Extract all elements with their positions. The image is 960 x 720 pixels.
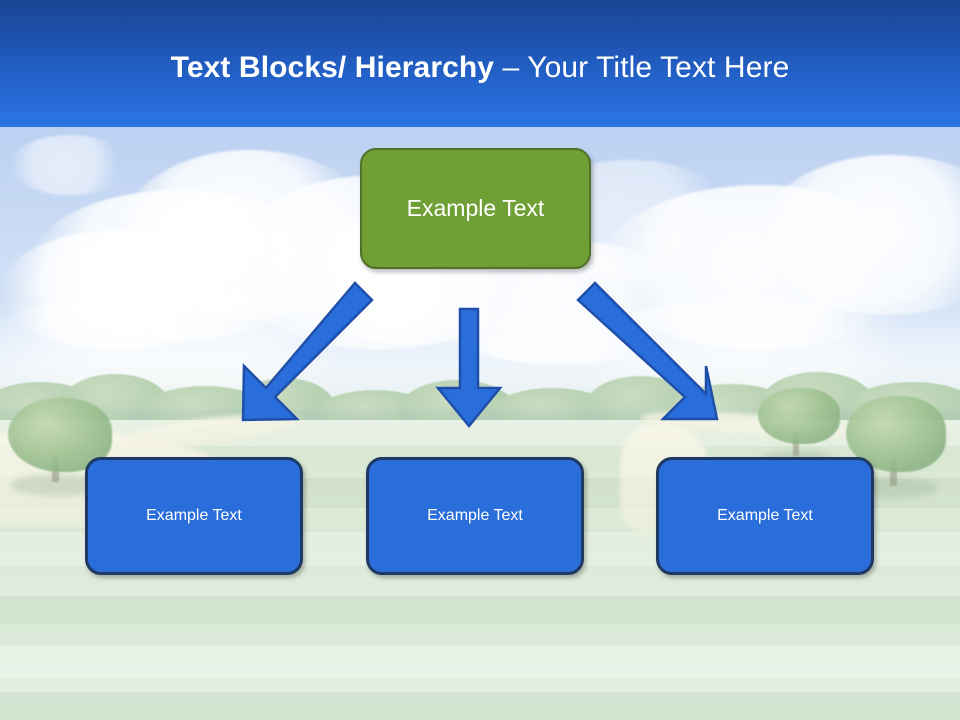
tree-shadow xyxy=(10,474,106,496)
hierarchy-child-label: Example Text xyxy=(146,507,242,524)
hierarchy-child-node-1[interactable]: Example Text xyxy=(85,457,303,575)
hierarchy-child-label: Example Text xyxy=(717,507,813,524)
tree-trunk xyxy=(793,432,799,456)
hierarchy-child-node-2[interactable]: Example Text xyxy=(366,457,584,575)
title-banner xyxy=(0,0,960,127)
page-title-regular: – Your Title Text Here xyxy=(502,51,790,84)
page-title-bold: Text Blocks/ Hierarchy xyxy=(170,51,503,84)
tree-canopy xyxy=(758,388,840,444)
page-title: Text Blocks/ Hierarchy – Your Title Text… xyxy=(0,50,960,86)
cloud-shape xyxy=(760,155,960,315)
tree-trunk xyxy=(890,458,897,486)
hierarchy-child-node-3[interactable]: Example Text xyxy=(656,457,874,575)
cloud-shape xyxy=(10,135,130,195)
hierarchy-root-node[interactable]: Example Text xyxy=(360,148,591,269)
hierarchy-root-label: Example Text xyxy=(406,195,545,221)
hierarchy-child-label: Example Text xyxy=(427,507,523,524)
